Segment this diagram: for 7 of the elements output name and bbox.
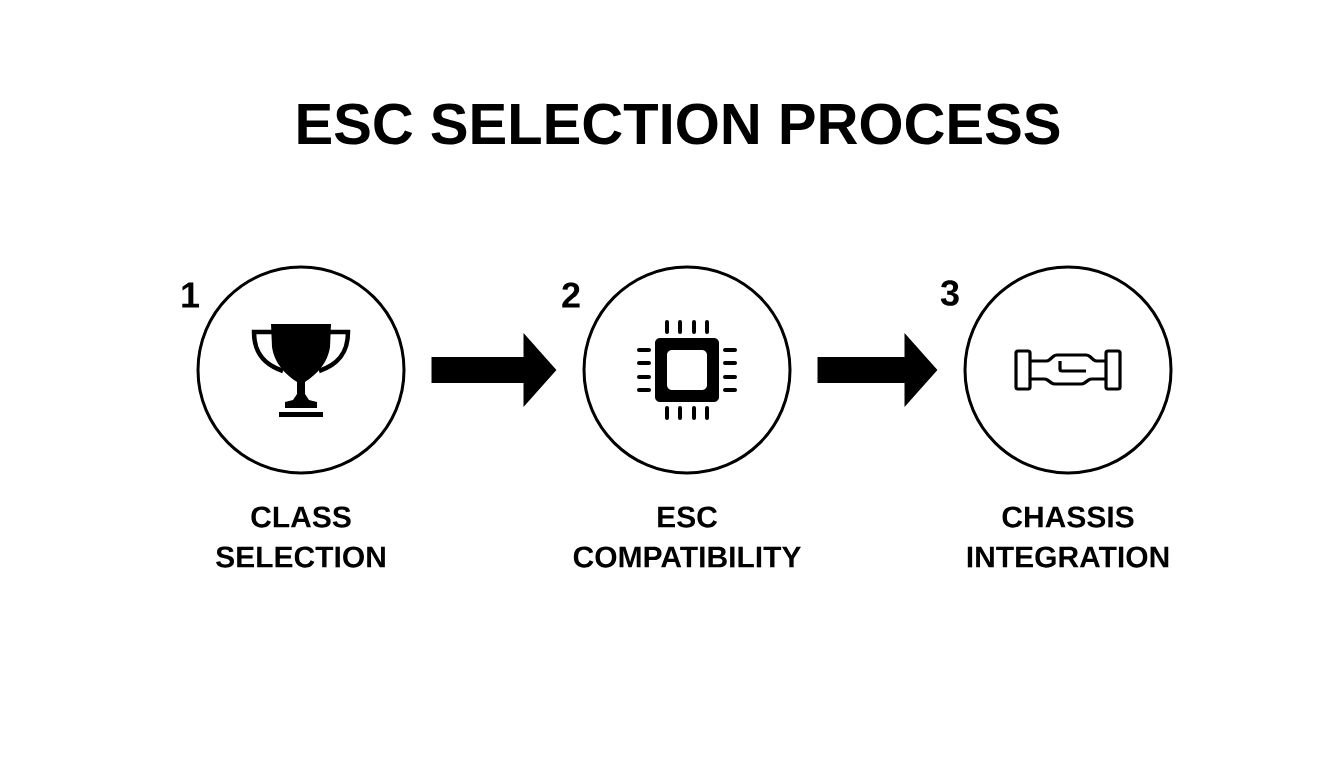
step-label: CLASS SELECTION — [216, 506, 385, 568]
title: ESC SELECTION PROCESS — [298, 103, 1060, 145]
step-number: 3 — [940, 280, 959, 306]
step-label: ESC COMPATIBILITY — [573, 506, 801, 568]
step-number: 1 — [182, 282, 199, 308]
step-label: CHASSIS INTEGRATION — [967, 506, 1169, 568]
step-number: 2 — [562, 282, 580, 308]
